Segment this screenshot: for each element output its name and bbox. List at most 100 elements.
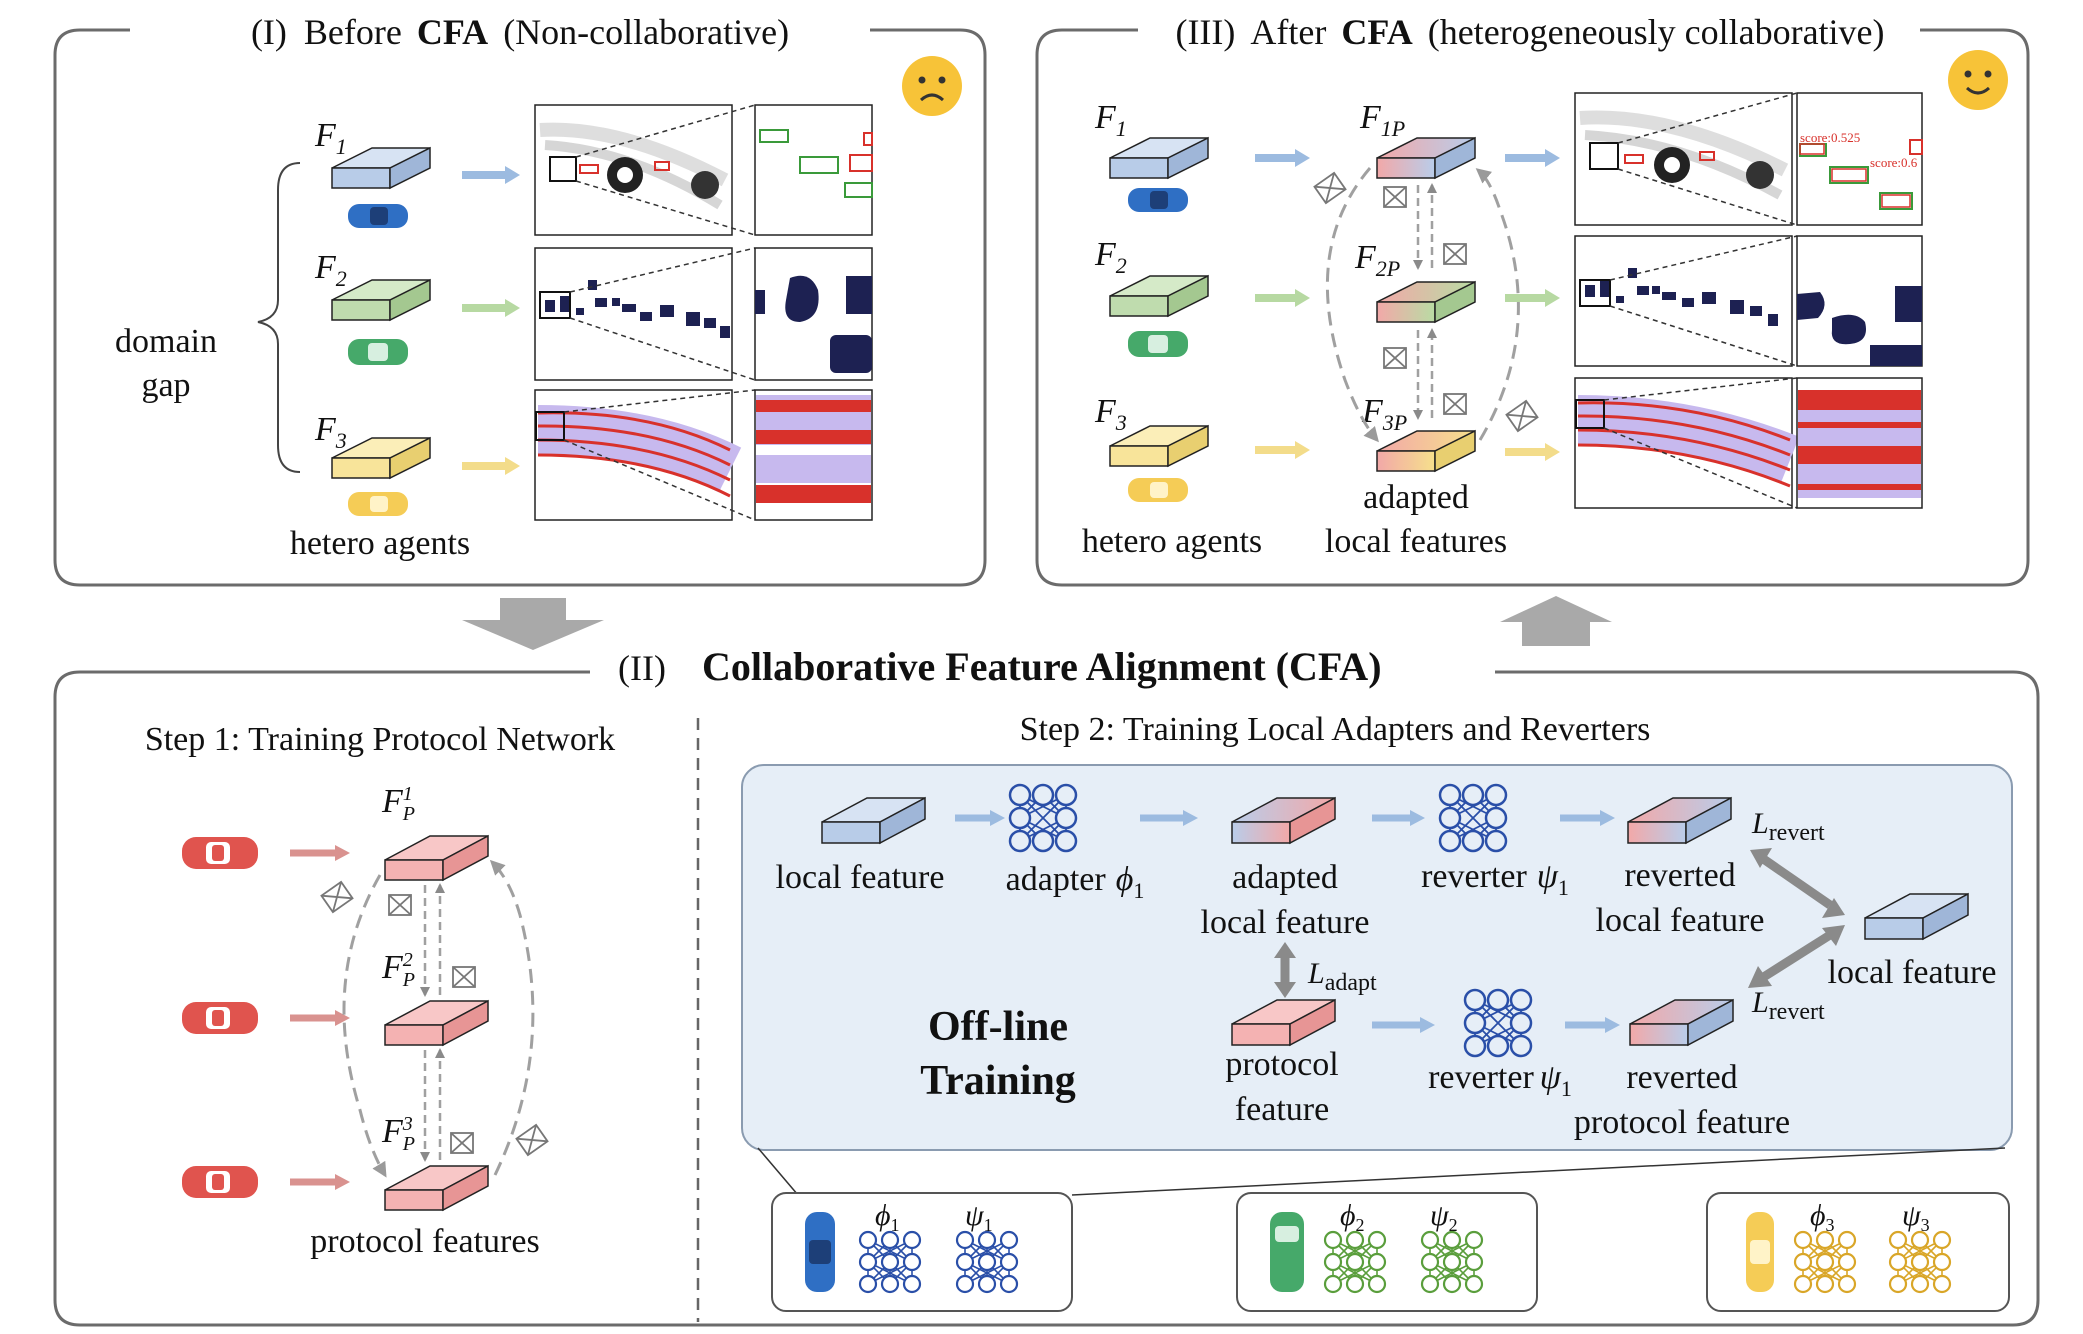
- score-label-1: score:0.525: [1800, 130, 1860, 145]
- lane-map-image-after: [1574, 377, 1800, 509]
- svg-text:ϕ3: ϕ3: [1810, 1199, 1835, 1235]
- happy-face-icon: [1948, 50, 2008, 110]
- domain-gap-brace: [257, 162, 301, 473]
- panel2-roman: (II): [618, 648, 666, 688]
- hetero-agents-label-2: hetero agents: [1082, 523, 1262, 560]
- svg-text:F3P: F3P: [381, 1113, 415, 1155]
- agent-networks: [858, 1230, 1952, 1294]
- step2-title: Step 2: Training Local Adapters and Reve…: [1020, 711, 1651, 748]
- step2-adapted-feature: [1231, 796, 1336, 845]
- agent-3-reverter-network-icon: [1888, 1230, 1952, 1294]
- loss-adapt-label: Ladapt: [1307, 957, 1377, 996]
- local-feature-label: local feature: [776, 859, 945, 896]
- domain-gap-label: domain: [115, 323, 217, 360]
- collaboration-loop-panel3: [1325, 167, 1520, 443]
- svg-text:F3P: F3P: [1361, 393, 1407, 435]
- svg-text:F3: F3: [1094, 393, 1127, 435]
- agent-1-reverter-network-icon: [955, 1230, 1019, 1294]
- local-feature-right-label: local feature: [1828, 954, 1997, 991]
- car-yellow-vertical-icon: [1746, 1212, 1774, 1292]
- lidar-detection-image: [534, 104, 733, 236]
- feature-f3-after: F3: [1094, 393, 1209, 468]
- protocol-feature-label-1: protocol: [1225, 1046, 1338, 1083]
- agent-box-3: ϕ3 ψ3: [1706, 1192, 2010, 1312]
- hetero-agents-label-1: hetero agents: [290, 525, 470, 562]
- flow-arrows-panel3-right: [1505, 149, 1560, 461]
- lidar-zoom-image: [754, 104, 873, 236]
- down-arrow-to-cfa: [462, 598, 604, 650]
- agent-2-adapter-network-icon: [1323, 1230, 1387, 1294]
- svg-text:F2: F2: [1094, 236, 1127, 278]
- bev-zoom-image: [754, 247, 873, 381]
- lane-zoom-image: [754, 389, 873, 521]
- offline-label-1: Off-line: [928, 1004, 1068, 1050]
- svg-text:ϕ1: ϕ1: [875, 1199, 900, 1235]
- lidar-detection-image-after: [1574, 92, 1793, 226]
- step2-protocol-feature: [1231, 998, 1336, 1047]
- callout-line: [757, 1147, 799, 1196]
- step1-title: Step 1: Training Protocol Network: [145, 721, 615, 758]
- score-label-2: score:0.6: [1870, 155, 1918, 170]
- panel1-title: (I) Before CFA (Non-collaborative): [251, 12, 789, 52]
- flow-arrows-panel1: [462, 166, 520, 475]
- red-flow-arrows: [290, 845, 350, 1190]
- svg-text:F2P: F2P: [381, 949, 415, 991]
- step2-reverted-local-feature: [1627, 796, 1732, 845]
- adapter-network-icon: [1008, 783, 1078, 853]
- reverter-network-icon: [1438, 783, 1508, 853]
- adapt-loss-arrow: [1274, 942, 1296, 998]
- step2-local-feature-right: [1864, 892, 1969, 941]
- svg-text:ψ2: ψ2: [1430, 1199, 1458, 1235]
- offline-training-box: [741, 764, 2013, 1151]
- svg-text:ψ3: ψ3: [1902, 1199, 1930, 1235]
- envelope-icon: [1313, 171, 1539, 433]
- protocol-features-caption: protocol features: [310, 1223, 539, 1260]
- adapted-feature-f3p: F3P: [1361, 393, 1476, 473]
- panel2-title: Collaborative Feature Alignment (CFA): [702, 644, 1382, 689]
- car-green-icon: [1128, 331, 1188, 357]
- step2-flow-arrows: [955, 810, 1620, 1033]
- bev-segmentation-image-after: [1574, 235, 1793, 367]
- feature-f1: F1: [314, 117, 431, 190]
- lidar-zoom-image-after: score:0.525 score:0.6: [1796, 92, 1923, 226]
- loss-revert-label-bottom: Lrevert: [1751, 986, 1825, 1025]
- bev-zoom-image-after: [1796, 235, 1923, 367]
- red-car-1-icon: [182, 837, 258, 869]
- panel3-title: (III) After CFA (heterogeneously collabo…: [1175, 12, 1884, 52]
- car-blue-icon: [348, 204, 408, 228]
- reverted-local-label-2: local feature: [1596, 902, 1765, 939]
- svg-text:ϕ2: ϕ2: [1340, 1199, 1365, 1235]
- agent-box-2: ϕ2 ψ2: [1236, 1192, 1538, 1312]
- agent-3-adapter-network-icon: [1793, 1230, 1857, 1294]
- svg-text:F1: F1: [1094, 99, 1127, 141]
- offline-label-2: Training: [920, 1058, 1076, 1104]
- reverted-protocol-label-1: reverted: [1626, 1059, 1737, 1096]
- adapted-caption-1: adapted: [1363, 479, 1469, 516]
- callout-line: [1071, 1147, 2006, 1196]
- panel-cfa: (II) Collaborative Feature Alignment (CF…: [53, 644, 2040, 1327]
- car-yellow-icon: [348, 492, 408, 516]
- agent-2-reverter-network-icon: [1420, 1230, 1484, 1294]
- red-car-2-icon: [182, 1002, 258, 1034]
- feature-f2: F2: [314, 249, 431, 322]
- adapted-feature-f2p: F2P: [1354, 239, 1476, 324]
- up-arrow-from-cfa: [1500, 596, 1612, 646]
- adapted-label-2: local feature: [1201, 904, 1370, 941]
- agent-box-1: ϕ1 ψ1: [771, 1192, 1073, 1312]
- adapted-caption-2: local features: [1325, 523, 1507, 560]
- svg-text:F1P: F1P: [1359, 99, 1405, 141]
- collaboration-loop-step1: [342, 859, 535, 1178]
- reverted-local-label-1: reverted: [1624, 857, 1735, 894]
- sad-face-icon: [902, 56, 962, 116]
- adapted-feature-f1p: F1P: [1359, 99, 1476, 180]
- adapted-label-1: adapted: [1232, 859, 1338, 896]
- reverter-network-icon: [1463, 988, 1533, 1058]
- loss-revert-label-top: Lrevert: [1751, 807, 1825, 846]
- agent-1-adapter-network-icon: [858, 1230, 922, 1294]
- feature-f3: F3: [314, 411, 431, 480]
- step2-local-feature: [821, 796, 926, 845]
